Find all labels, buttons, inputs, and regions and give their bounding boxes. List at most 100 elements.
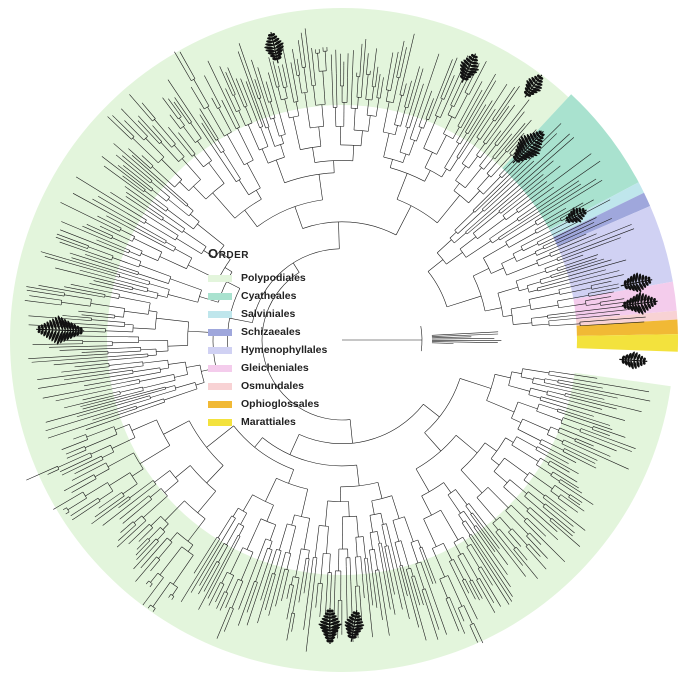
tree-branch [418,53,440,115]
tree-branch [363,38,367,62]
tree-branch [56,491,84,508]
tree-branch [494,145,507,160]
tree-branch [298,44,303,68]
tree-branch [240,552,254,581]
tree-arc [260,518,276,526]
tree-branch [410,80,412,85]
tree-branch [187,518,206,542]
tree-branch [544,555,548,559]
tree-branch [275,101,286,135]
tree-arc [298,404,424,444]
tree-branch [557,382,574,387]
tree-arc [508,528,513,533]
tree-branch [265,81,268,86]
tree-branch [359,43,363,77]
tree-branch [493,471,508,484]
tree-branch [401,565,406,577]
tree-branch [470,534,480,547]
tree-branch [70,513,75,517]
tree-branch [251,582,258,600]
tree-branch [160,142,179,162]
tree-branch [364,558,368,586]
tree-branch [485,568,510,605]
tree-branch [383,133,390,158]
tree-branch [516,436,538,449]
tree-branch [111,372,134,378]
tree-branch [476,497,497,521]
bottom-fern-silhouette [318,608,342,644]
tree-arc [461,520,466,524]
tree-branch [144,190,169,209]
tree-branch [139,445,171,465]
tree-branch [60,229,118,253]
tree-branch [576,543,581,547]
tree-branch [136,398,164,408]
tree-branch [275,577,284,607]
water-fern-silhouette [565,207,587,224]
tree-branch [60,235,89,247]
tree-branch [582,447,629,470]
tree-arc [302,221,397,236]
tree-arc [180,125,185,129]
tree-arc [274,143,284,147]
tree-branch [541,276,566,285]
tree-branch [486,583,501,607]
tree-branch [458,150,465,159]
tree-branch [473,623,482,640]
tree-branch [216,634,219,639]
tree-branch [455,489,468,506]
tree-branch [313,71,316,86]
tree-arc [291,612,295,614]
tree-branch [150,572,159,583]
tree-branch [436,239,452,254]
tree-branch [208,601,211,606]
tree-branch [284,98,290,119]
tree-branch [497,286,519,294]
tree-branch [156,531,166,541]
tree-branch [159,256,187,269]
tree-branch [482,192,501,210]
tree-branch [500,160,535,193]
tree-branch [579,319,610,323]
tree-branch [417,585,424,606]
tree-branch [260,577,268,601]
tree-branch [100,217,122,229]
tree-branch [76,319,92,321]
tree-branch [600,300,610,303]
tree-branch [156,350,169,352]
tree-branch [308,56,313,86]
tree-branch [568,217,597,232]
tree-branch [212,192,236,219]
tree-branch [502,99,530,134]
tree-branch [445,598,458,628]
tree-branch [295,101,300,116]
tree-branch [537,153,592,195]
tree-branch [597,287,620,293]
tree-arc [544,268,547,273]
tree-branch [411,576,419,602]
tree-branch [85,408,145,430]
tree-branch [268,57,271,62]
tree-branch [128,173,152,192]
tree-branch [507,546,524,566]
tree-branch [432,548,446,578]
tree-branch [71,475,82,481]
tree-branch [127,163,151,184]
tree-branch [190,527,230,593]
tree-branch [93,280,117,287]
tree-branch [233,94,241,110]
tree-branch [246,579,263,626]
tree-branch [211,97,214,102]
tree-branch [133,327,156,330]
tree-branch [291,514,295,526]
tree-branch [59,469,64,473]
tree-branch [235,118,240,128]
tree-branch [530,387,548,393]
tree-branch [257,89,262,98]
tree-branch [443,482,452,493]
tree-branch [463,510,475,527]
tree-branch [85,254,125,268]
tree-branch [124,398,151,407]
tree-branch [457,210,484,234]
tree-branch [125,178,144,192]
